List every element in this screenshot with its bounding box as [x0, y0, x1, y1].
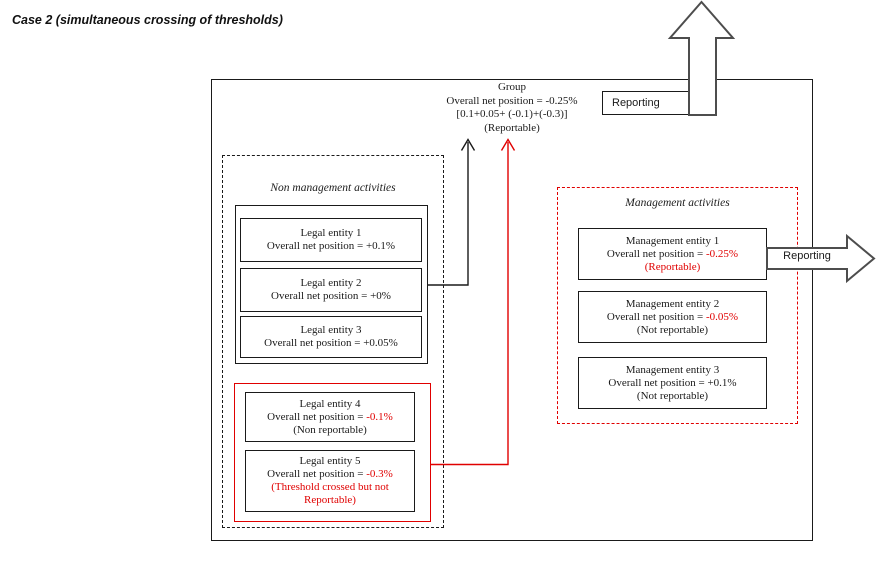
entity-note: (Not reportable)	[636, 323, 709, 336]
entity-position: Overall net position = +0.05%	[264, 337, 398, 350]
entity-note: (Not reportable)	[636, 389, 709, 402]
entity-name: Management entity 3	[625, 363, 720, 376]
position-value: -0.25%	[706, 247, 739, 260]
management-entity-1-box: Management entity 1 Overall net position…	[578, 228, 767, 280]
legal-entity-5-box: Legal entity 5 Overall net position = -0…	[245, 450, 415, 512]
management-zone-label: Management activities	[625, 197, 730, 209]
entity-name: Management entity 1	[625, 234, 720, 247]
management-entity-2-box: Management entity 2 Overall net position…	[578, 291, 767, 343]
management-entity-3-box: Management entity 3 Overall net position…	[578, 357, 767, 409]
position-prefix: Overall net position =	[271, 290, 371, 302]
position-prefix: Overall net position =	[606, 310, 706, 323]
position-value: +0%	[370, 290, 391, 302]
entity-position: Overall net position = +0%	[271, 290, 391, 303]
entity-note: (Non reportable)	[293, 423, 367, 436]
legal-entities-1-3-container	[235, 205, 428, 364]
group-formula: [0.1+0.05+ (-0.1)+(-0.3)]	[456, 108, 568, 120]
entity-position: Overall net position = -0.1%	[267, 411, 393, 424]
position-prefix: Overall net position =	[267, 410, 367, 423]
entity-name: Legal entity 5	[299, 455, 361, 467]
entity-position: Overall net position = -0.3%	[267, 468, 393, 481]
entity-name: Legal entity 3	[300, 324, 362, 336]
legal-entities-4-5-container	[234, 383, 431, 522]
management-zone: Management activities	[557, 187, 798, 424]
position-prefix: Overall net position =	[266, 240, 366, 252]
reporting-right-label: Reporting	[783, 250, 831, 262]
reporting-top-label: Reporting	[612, 97, 660, 109]
position-value: +0.1%	[707, 376, 737, 389]
group-boundary-box	[211, 79, 813, 541]
non-management-zone-label: Non management activities	[270, 182, 396, 194]
group-title: Group	[497, 81, 527, 93]
group-summary: Group Overall net position = -0.25% [0.1…	[406, 81, 618, 135]
legal-entity-2-box: Legal entity 2 Overall net position = +0…	[240, 268, 422, 312]
position-prefix: Overall net position =	[264, 337, 364, 349]
position-value: +0.1%	[365, 240, 396, 252]
position-prefix: Overall net position =	[608, 376, 708, 389]
reporting-top-label-box: Reporting	[602, 91, 716, 115]
legal-entity-3-box: Legal entity 3 Overall net position = +0…	[240, 316, 422, 358]
legal-entity-1-box: Legal entity 1 Overall net position = +0…	[240, 218, 422, 262]
group-status: (Reportable)	[484, 121, 540, 134]
position-prefix: Overall net position =	[606, 247, 706, 260]
entity-name: Legal entity 4	[299, 397, 361, 410]
entity-position: Overall net position = +0.1%	[267, 240, 395, 253]
entity-note: (Threshold crossed but not Reportable)	[271, 481, 389, 506]
legal-entity-4-box: Legal entity 4 Overall net position = -0…	[245, 392, 415, 442]
entity-name: Legal entity 2	[300, 277, 362, 289]
position-value: +0.05%	[363, 337, 398, 349]
position-prefix: Overall net position =	[267, 468, 367, 480]
entity-position: Overall net position = -0.25%	[607, 248, 738, 261]
entity-name: Management entity 2	[625, 297, 720, 310]
entity-position: Overall net position = -0.05%	[607, 311, 738, 324]
page-title: Case 2 (simultaneous crossing of thresho…	[12, 13, 283, 27]
position-value: -0.3%	[366, 468, 393, 480]
entity-name: Legal entity 1	[300, 227, 362, 239]
entity-position: Overall net position = +0.1%	[608, 377, 736, 390]
position-value: -0.05%	[706, 310, 739, 323]
position-value: -0.1%	[366, 410, 393, 423]
group-net-position: Overall net position = -0.25%	[446, 94, 578, 107]
entity-note: (Reportable)	[644, 260, 701, 273]
